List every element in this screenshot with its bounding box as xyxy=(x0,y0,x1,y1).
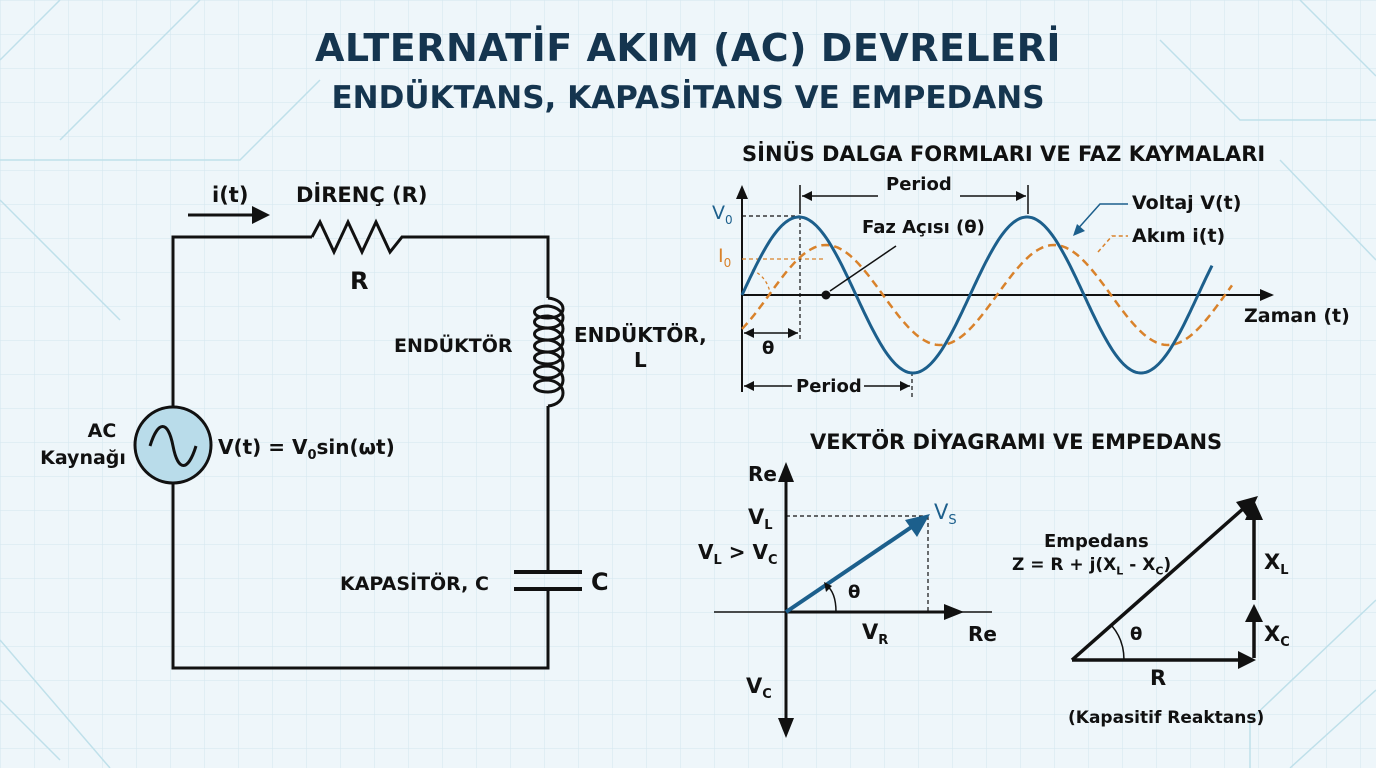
waveform-y-axis-arrow xyxy=(736,185,748,199)
vs-vector xyxy=(784,522,918,614)
inductor-label-right-2: L xyxy=(634,348,647,372)
sine-wave-icon xyxy=(148,425,198,467)
wire-top-right xyxy=(410,235,550,298)
v0-label: V0 xyxy=(712,202,733,227)
page-title: ALTERNATİF AKIM (AC) DEVRELERİ xyxy=(315,26,1061,70)
source-equation: V(t) = V0sin(ωt) xyxy=(218,435,395,463)
theta-head-right xyxy=(788,328,798,338)
impedance-title: Empedans xyxy=(1044,531,1149,552)
vr-label: VR xyxy=(862,620,889,649)
vector-up-arrow xyxy=(778,462,794,482)
waveform-title: SİNÜS DALGA FORMLARI VE FAZ KAYMALARI xyxy=(742,142,1266,166)
inductor-coil xyxy=(533,296,565,408)
inductor-label-right-1: ENDÜKTÖR, xyxy=(574,323,707,347)
vector-theta-arc-head xyxy=(824,582,832,592)
impedance-formula: Z = R + j(XL - XC) xyxy=(1012,555,1172,578)
theta-label: θ xyxy=(762,338,775,359)
current-legend: Akım i(t) xyxy=(1132,225,1226,247)
triangle-theta-arc xyxy=(1111,625,1125,661)
wire-bottom xyxy=(171,484,550,670)
period-bottom-head-left xyxy=(744,381,754,391)
period-bottom-label: Period xyxy=(796,376,862,397)
capacitive-reactance-note: (Kapasitif Reaktans) xyxy=(1068,708,1265,728)
page-subtitle: ENDÜKTANS, KAPASİTANS VE EMPEDANS xyxy=(331,80,1045,116)
voltage-wave xyxy=(740,215,1214,375)
vr-vector-head xyxy=(944,604,964,620)
period-top-label: Period xyxy=(886,174,952,195)
resistor-symbol: R xyxy=(350,267,369,295)
resistor-title: DİRENÇ (R) xyxy=(296,183,428,207)
capacitor-label: KAPASİTÖR, C xyxy=(340,573,489,595)
current-wave xyxy=(741,243,1234,347)
vector-theta-label: θ xyxy=(848,582,861,603)
vs-vector-head xyxy=(905,514,930,537)
r-label: R xyxy=(1150,666,1167,690)
current-label: i(t) xyxy=(212,183,249,207)
vs-label: VS xyxy=(934,500,957,529)
theta-head-left xyxy=(744,328,754,338)
hypotenuse xyxy=(1070,506,1246,662)
time-axis-label: Zaman (t) xyxy=(1244,305,1350,327)
phase-dot xyxy=(821,290,831,300)
source-label-2: Kaynağı xyxy=(40,447,126,469)
hypotenuse-head xyxy=(1236,496,1258,518)
vector-down-arrow xyxy=(778,718,794,738)
i0-label: I0 xyxy=(718,245,732,270)
triangle-theta-label: θ xyxy=(1130,624,1143,645)
period-top-head-left xyxy=(802,191,812,201)
voltage-legend: Voltaj V(t) xyxy=(1132,192,1242,214)
voltage-leader xyxy=(1074,203,1128,233)
current-arrow-head xyxy=(252,206,270,224)
re-axis-top-label: Re xyxy=(748,462,777,486)
resistor-zigzag xyxy=(310,218,410,256)
inductor-label-left: ENDÜKTÖR xyxy=(394,335,513,357)
period-bottom-head-right xyxy=(900,381,910,391)
xc-label: XC xyxy=(1264,622,1290,651)
capacitor-symbol: C xyxy=(591,568,609,596)
wire-top-left xyxy=(171,235,312,450)
phase-angle-label: Faz Açısı (θ) xyxy=(862,217,985,238)
xl-side-head xyxy=(1245,500,1263,520)
vector-title: VEKTÖR DİYAGRAMI VE EMPEDANS xyxy=(810,430,1223,454)
vl-gt-vc-label: VL > VC xyxy=(698,540,778,568)
r-side-head xyxy=(1238,651,1256,669)
voltage-leader-head xyxy=(1073,224,1085,236)
xl-label: XL xyxy=(1264,550,1289,579)
re-axis-right-label: Re xyxy=(968,622,997,646)
phase-pointer xyxy=(829,245,897,292)
current-leader xyxy=(1097,235,1128,253)
vl-label: VL xyxy=(748,505,773,534)
source-label-1: AC xyxy=(87,420,117,442)
xc-side-head xyxy=(1245,604,1263,622)
vc-label: VC xyxy=(746,674,772,703)
waveform-x-axis-arrow xyxy=(1260,289,1274,301)
period-top-head-right xyxy=(1016,191,1026,201)
